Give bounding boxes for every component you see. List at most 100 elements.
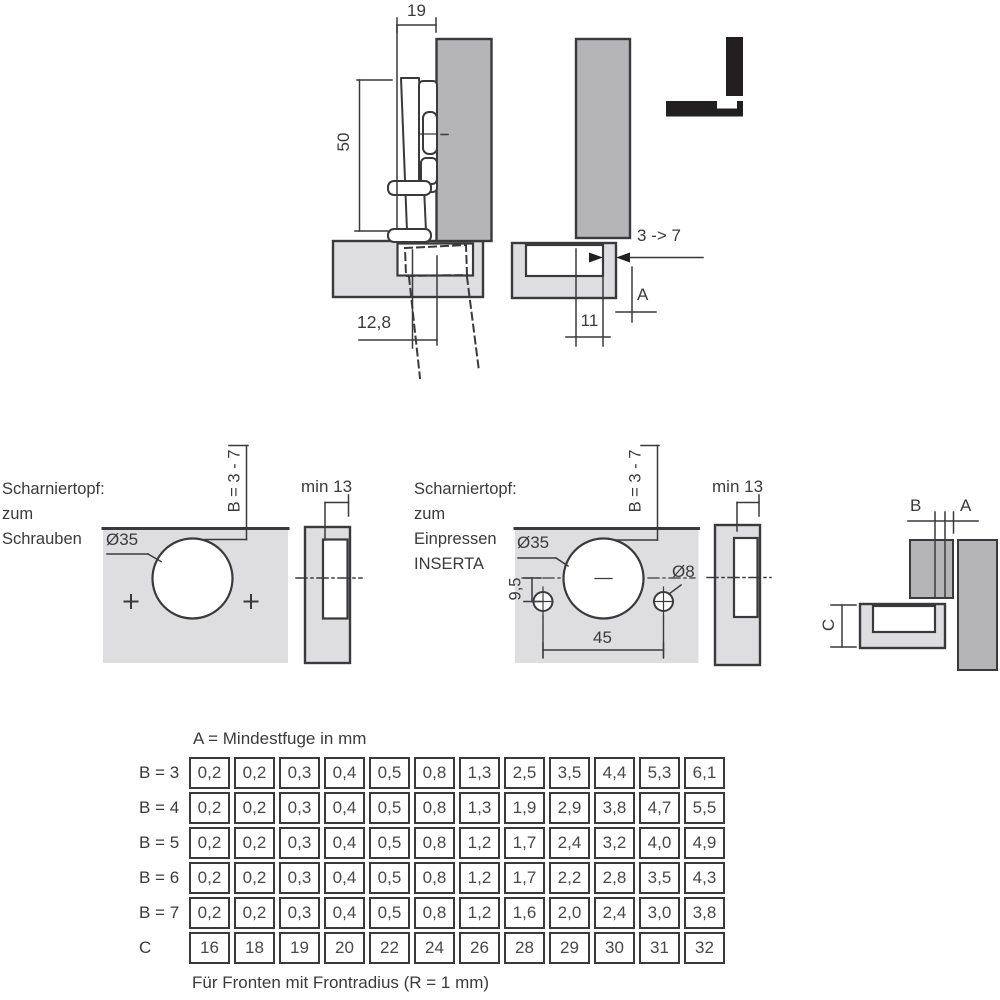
table-cell: 3,0 [639,897,680,929]
hinge-arm-drawing [387,77,438,243]
table-cell: 0,2 [234,792,275,824]
screw-on-caption-line1: Scharniertopf: [2,480,105,498]
press-in-caption-line1: Scharniertopf: [414,480,517,498]
table-title: A = Mindestfuge in mm [193,729,367,748]
dim-50-lines [354,79,393,232]
table-cell: 3,5 [549,757,590,789]
screw-on-caption-line2: zum [2,505,34,523]
table-cell: 1,3 [459,792,500,824]
table-cell: 28 [504,932,545,964]
table-cell: 4,3 [684,862,725,894]
table-cell: 4,4 [594,757,635,789]
table-cell: 26 [459,932,500,964]
dia35-leader-right [517,556,570,568]
detail-groove [871,604,937,634]
table-cell: 29 [549,932,590,964]
min13-label-left: min 13 [301,477,353,496]
table-cell: 5,3 [639,757,680,789]
detail-c-dim-lines [830,604,857,648]
table-cell: 0,2 [234,827,275,859]
table-row-label: B = 5 [139,833,180,852]
min13-dim-right [736,494,760,532]
dim-45-label: 45 [593,628,612,647]
table-cell: 1,2 [459,827,500,859]
table-cell: 0,4 [324,897,365,929]
table-cell: 1,7 [504,862,545,894]
table-cell: 22 [369,932,410,964]
detail-c-label: C [819,618,838,632]
press-in-caption-line4: INSERTA [414,555,484,573]
table-cell: 0,3 [279,827,320,859]
corner-detail-drawing [830,511,998,671]
dim-50-label: 50 [334,132,353,152]
detail-b-label: B [910,496,922,515]
dim-a-lines [615,266,657,323]
table-cell: 0,8 [414,792,455,824]
table-cell: 0,3 [279,757,320,789]
table-cell: 0,8 [414,757,455,789]
table-cell: 0,4 [324,792,365,824]
dim-3-7-lines [589,252,704,263]
dim-11-lines [565,248,611,347]
table-footer: Für Fronten mit Frontradius (R = 1 mm) [192,973,490,992]
table-cell: 2,0 [549,897,590,929]
table-cell: 0,2 [189,827,230,859]
table-cell: 0,5 [369,757,410,789]
table-cell: 0,3 [279,897,320,929]
dim-9-5-lines [523,577,542,603]
table-cell: 6,1 [684,757,725,789]
table-cell: 0,8 [414,862,455,894]
table-cell: 0,2 [234,897,275,929]
table-cell: 0,2 [234,757,275,789]
min13-dim-left [324,494,350,541]
table-cell: 20 [324,932,365,964]
table-cell: 24 [414,932,455,964]
table-cell: 1,2 [459,862,500,894]
inset-door-icon [666,37,743,117]
screw-on-caption: Scharniertopf: zum Schrauben [2,477,105,552]
dim-12-8-lines [358,249,438,349]
table-cell: 0,3 [279,792,320,824]
table-cell: 0,4 [324,757,365,789]
table-cell: 1,3 [459,757,500,789]
table-cell: 0,4 [324,827,365,859]
dim-45-lines [542,615,665,659]
table-cell: 3,2 [594,827,635,859]
b-range-label-right: B = 3 - 7 [626,449,645,513]
dim-3-7-label: 3 -> 7 [637,226,681,245]
press-in-caption: Scharniertopf: zum Einpressen INSERTA [414,477,517,577]
detail-b-a-lines [907,511,979,598]
table-cell: 0,5 [369,827,410,859]
table-cell: 2,4 [549,827,590,859]
table-cell: 3,8 [594,792,635,824]
detail-carcase-panel [957,539,998,671]
table-cell: 1,6 [504,897,545,929]
b-range-leader-left [204,444,249,541]
table-cell: 1,2 [459,897,500,929]
table-cell: 0,2 [189,757,230,789]
dia8-leader [667,583,683,596]
detail-door-panel [909,539,954,599]
dia8-label: Ø8 [672,562,695,581]
screw-on-caption-line3: Schrauben [2,530,82,548]
dia35-leader-left [106,552,163,563]
dia35-label-screw-on: Ø35 [106,530,139,549]
table-cell: 3,5 [639,862,680,894]
table-cell: 0,5 [369,792,410,824]
table-cell: 4,0 [639,827,680,859]
table-cell: 1,7 [504,827,545,859]
cabinet-side-panel-right [574,37,632,240]
table-cell: 0,8 [414,827,455,859]
table-cell: 4,9 [684,827,725,859]
table-cell: 1,9 [504,792,545,824]
dim-19-lines [396,17,437,229]
dim-9-5-label: 9,5 [506,577,525,601]
table-cell: 0,4 [324,862,365,894]
table-cell: 0,2 [234,862,275,894]
dia35-label-press-in: Ø35 [517,533,550,552]
table-cell: 2,5 [504,757,545,789]
table-row-label: B = 7 [139,903,180,922]
cabinet-side-panel-left [435,37,493,243]
